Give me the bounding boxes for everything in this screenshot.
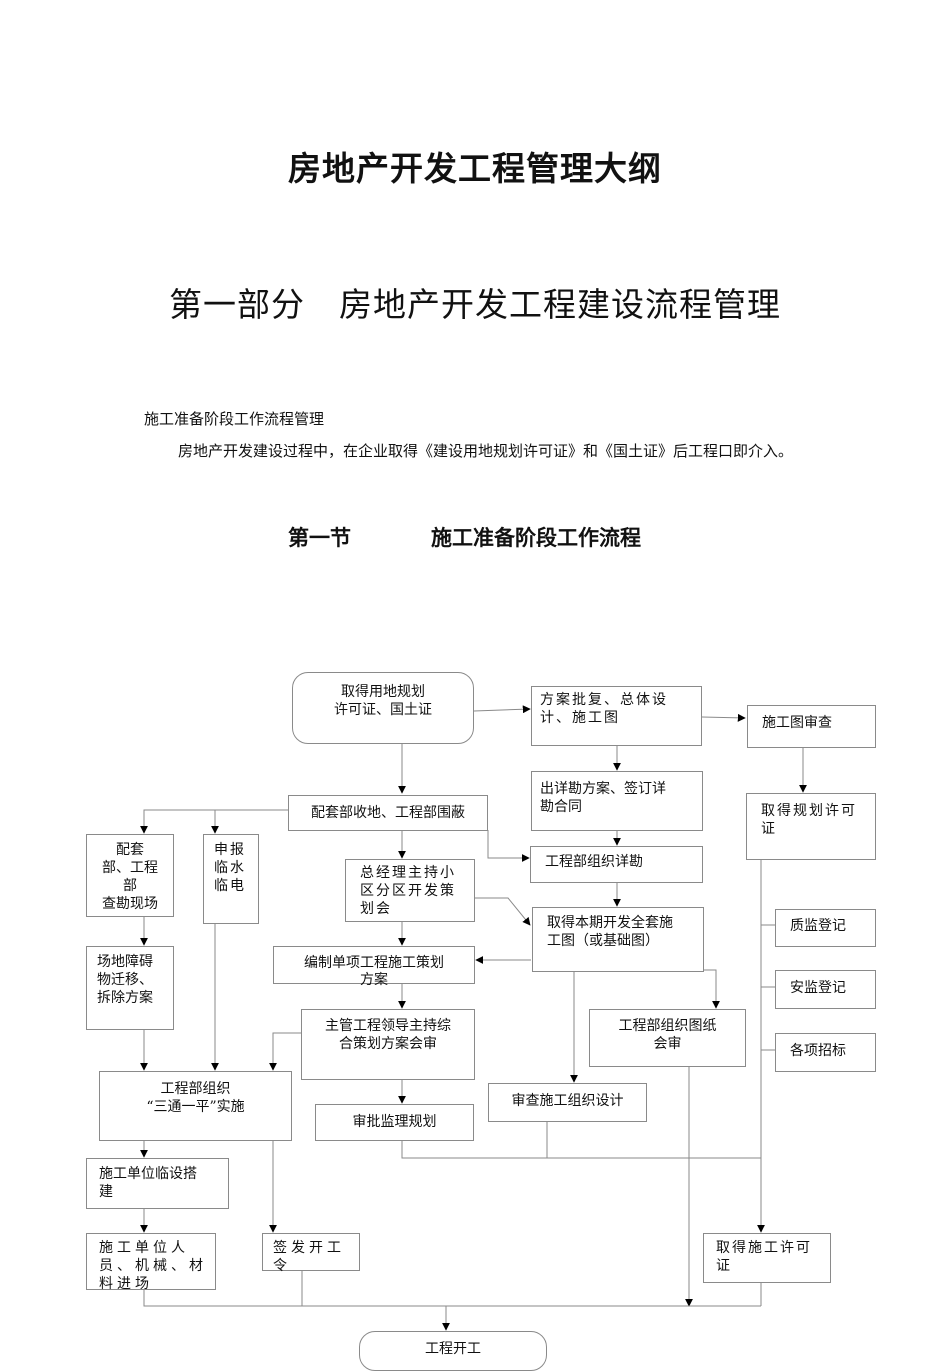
survey-organization-box: 工程部组织详勘	[530, 846, 703, 883]
part-name: 房地产开发工程建设流程管理	[339, 285, 781, 324]
section-label: 第一节	[288, 526, 351, 550]
part-label: 第一部分	[169, 285, 305, 324]
land-acquisition-box: 配套部收地、工程部围蔽	[288, 795, 488, 831]
gm-planning-box: 总经理主持小 区分区开发策 划会	[345, 859, 475, 922]
plan-joint-review-box: 主管工程领导主持综 合策划方案会审	[301, 1009, 475, 1080]
connector	[143, 1290, 761, 1307]
unit-construction-plan-box: 编制单项工程施工策划 方案	[273, 946, 475, 988]
obstacle-removal-box: 场地障碍 物迁移、 拆除方案	[86, 946, 174, 1030]
connector	[487, 830, 530, 862]
connector	[401, 1140, 761, 1159]
drawing-review-box: 施工图审查	[747, 705, 876, 748]
scheme-approval-box: 方案批复、总体设 计、施工图	[531, 686, 702, 746]
construction-org-review-box: 审查施工组织设计	[488, 1083, 647, 1122]
site-survey-box: 配套 部、工程 部 查勘现场	[86, 834, 174, 917]
drawing-joint-review-box: 工程部组织图纸 会审	[589, 1009, 746, 1067]
commencement-box: 工程开工	[359, 1331, 547, 1371]
three-links-box: 工程部组织 “三通一平”实施	[99, 1071, 292, 1141]
part-title: 第一部分房地产开发工程建设流程管理	[0, 278, 950, 326]
tendering-box: 各项招标	[775, 1033, 876, 1072]
section-title: 施工准备阶段工作流程	[431, 526, 641, 550]
connector	[701, 713, 746, 722]
connector	[617, 969, 720, 1009]
planning-permit-box: 取得规划许可 证	[746, 793, 876, 860]
personnel-entry-box: 施工单位人 员、机械、材 料进场	[86, 1233, 216, 1292]
start-order-box: 签发开工 令	[262, 1233, 360, 1274]
full-drawings-box: 取得本期开发全套施 工图（或基础图）	[532, 907, 704, 972]
supervision-plan-box: 审批监理规划	[315, 1104, 474, 1141]
sub-heading: 施工准备阶段工作流程管理	[144, 410, 325, 428]
document-title: 房地产开发工程管理大纲	[288, 149, 662, 188]
intro-paragraph: 房地产开发建设过程中，在企业取得《建设用地规划许可证》和《国土证》后工程口即介入…	[178, 442, 794, 460]
detailed-survey-box: 出详勘方案、签订详 勘合同	[531, 771, 703, 831]
connector	[269, 1032, 302, 1071]
connector	[140, 809, 288, 834]
construction-permit-box: 取得施工许可 证	[703, 1233, 831, 1283]
connector	[474, 897, 531, 926]
connector	[473, 705, 531, 714]
safety-registration-box: 安监登记	[775, 970, 876, 1009]
obtain-land-permit-box: 取得用地规划 许可证、国土证	[292, 672, 474, 744]
temp-facilities-box: 施工单位临设搭 建	[86, 1158, 229, 1209]
utilities-apply-box: 申报 临水 临电	[203, 834, 259, 924]
quality-registration-box: 质监登记	[775, 909, 876, 947]
